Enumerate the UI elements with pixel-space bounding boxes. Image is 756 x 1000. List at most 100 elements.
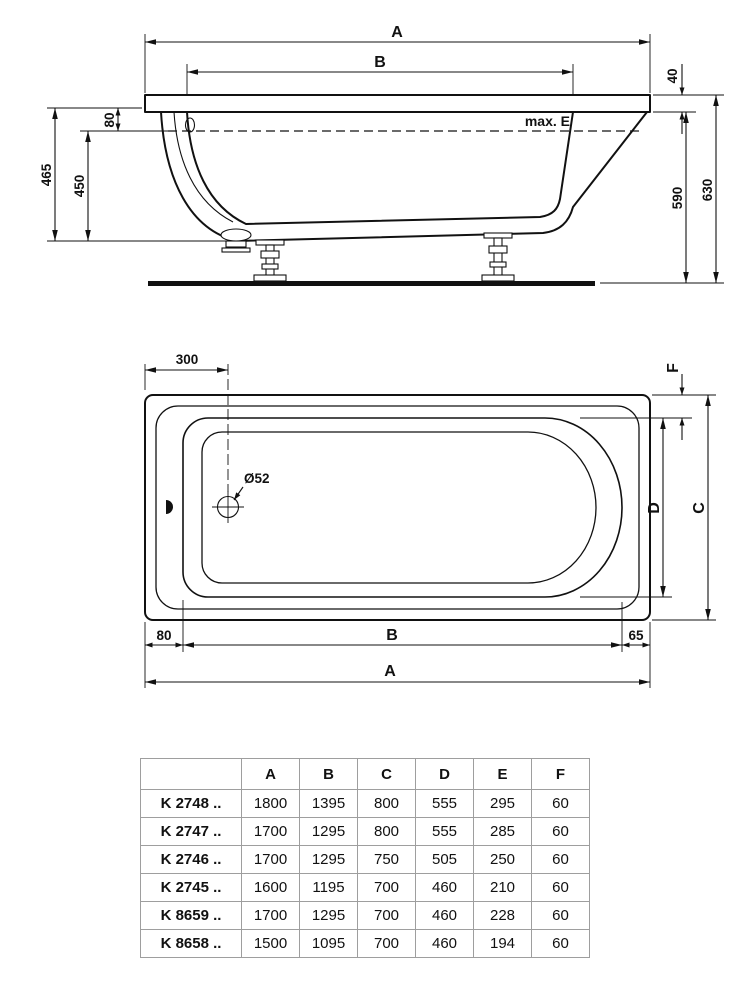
dim-label-d: D <box>646 502 663 514</box>
table-header-c: C <box>357 758 416 790</box>
value-cell-c: 700 <box>357 873 416 902</box>
table-row: K 8658 .. 1500 1095 700 460 194 60 <box>140 929 590 958</box>
model-cell: K 8659 .. <box>140 901 242 930</box>
dim-label-f: F <box>665 363 682 373</box>
value-cell-b: 1395 <box>299 789 358 818</box>
value-cell-a: 1700 <box>241 817 300 846</box>
dim-label-a: A <box>391 24 403 41</box>
adjustable-foot-right <box>481 232 515 282</box>
value-cell-c: 800 <box>357 817 416 846</box>
value-cell-a: 1600 <box>241 873 300 902</box>
foot-base <box>253 274 287 282</box>
foot-rod <box>493 237 503 278</box>
adjustable-foot-left <box>253 239 287 282</box>
table-header-row: A B C D E F <box>140 758 590 790</box>
value-cell-f: 60 <box>531 789 590 818</box>
table-header-e: E <box>473 758 532 790</box>
value-cell-f: 60 <box>531 845 590 874</box>
overflow-detail <box>184 117 196 133</box>
value-cell-e: 285 <box>473 817 532 846</box>
tub-wall-inner-detail <box>173 111 234 223</box>
value-cell-a: 1500 <box>241 929 300 958</box>
table-row: K 2746 .. 1700 1295 750 505 250 60 <box>140 845 590 874</box>
value-cell-d: 555 <box>415 789 474 818</box>
table-row: K 2745 .. 1600 1195 700 460 210 60 <box>140 873 590 902</box>
value-cell-c: 700 <box>357 901 416 930</box>
dim-label-b: B <box>386 627 398 644</box>
foot-rod <box>265 244 275 278</box>
value-cell-b: 1295 <box>299 817 358 846</box>
value-cell-b: 1295 <box>299 845 358 874</box>
foot-locknut <box>261 263 279 270</box>
value-cell-b: 1195 <box>299 873 358 902</box>
value-cell-c: 700 <box>357 929 416 958</box>
model-cell: K 8658 .. <box>140 929 242 958</box>
dim-label-80: 80 <box>156 628 171 643</box>
table-row: K 8659 .. 1700 1295 700 460 228 60 <box>140 901 590 930</box>
table-row: K 2747 .. 1700 1295 800 555 285 60 <box>140 817 590 846</box>
drain-label: Ø52 <box>244 471 270 486</box>
overflow-mark <box>166 500 173 514</box>
model-cell: K 2747 .. <box>140 817 242 846</box>
dim-label-80: 80 <box>102 112 117 127</box>
drain-leader-line <box>233 486 244 501</box>
value-cell-f: 60 <box>531 817 590 846</box>
value-cell-a: 1700 <box>241 901 300 930</box>
foot-base <box>481 274 515 282</box>
top-view: 300 F Ø52 D C 80 B 65 A <box>144 352 716 688</box>
value-cell-e: 194 <box>473 929 532 958</box>
value-cell-f: 60 <box>531 929 590 958</box>
foot-flange <box>255 239 285 246</box>
value-cell-d: 460 <box>415 929 474 958</box>
dim-label-65: 65 <box>628 628 644 643</box>
value-cell-e: 210 <box>473 873 532 902</box>
foot-nut <box>488 245 508 254</box>
dim-label-465: 465 <box>39 163 54 186</box>
table-row: K 2748 .. 1800 1395 800 555 295 60 <box>140 789 590 818</box>
value-cell-e: 295 <box>473 789 532 818</box>
value-cell-d: 460 <box>415 901 474 930</box>
dim-label-40: 40 <box>665 68 680 83</box>
value-cell-d: 505 <box>415 845 474 874</box>
water-level-label: max. E <box>525 113 570 129</box>
table-header-model <box>140 758 242 790</box>
model-cell: K 2746 .. <box>140 845 242 874</box>
table-header-f: F <box>531 758 590 790</box>
dim-label-590: 590 <box>670 187 685 210</box>
dimension-table: A B C D E F K 2748 .. 1800 1395 800 555 … <box>140 758 590 958</box>
dim-label-630: 630 <box>700 179 715 202</box>
siphon-body <box>220 228 252 242</box>
tub-rim-inner-edge <box>155 405 640 610</box>
value-cell-b: 1295 <box>299 901 358 930</box>
value-cell-e: 228 <box>473 901 532 930</box>
tub-rim-profile <box>144 94 651 113</box>
tub-outer-edge <box>144 394 651 621</box>
value-cell-f: 60 <box>531 901 590 930</box>
model-cell: K 2745 .. <box>140 873 242 902</box>
foot-nut <box>260 250 280 259</box>
value-cell-e: 250 <box>473 845 532 874</box>
side-view: A B 40 max. E 80 465 450 590 630 <box>39 24 724 286</box>
dim-label-450: 450 <box>72 175 87 198</box>
table-header-d: D <box>415 758 474 790</box>
value-cell-c: 800 <box>357 789 416 818</box>
technical-drawing: A B 40 max. E 80 465 450 590 630 <box>39 24 724 688</box>
dimension-table-grid: A B C D E F K 2748 .. 1800 1395 800 555 … <box>140 758 590 958</box>
dim-label-a: A <box>384 663 396 680</box>
tub-basin-profile <box>186 111 574 225</box>
tub-basin-floor <box>201 431 597 584</box>
siphon-base <box>221 247 251 253</box>
table-header-b: B <box>299 758 358 790</box>
table-header-a: A <box>241 758 300 790</box>
dim-label-300: 300 <box>176 352 199 367</box>
siphon-connector <box>225 240 247 248</box>
value-cell-c: 750 <box>357 845 416 874</box>
foot-locknut <box>489 261 507 268</box>
value-cell-a: 1700 <box>241 845 300 874</box>
floor-line <box>148 281 595 286</box>
value-cell-b: 1095 <box>299 929 358 958</box>
value-cell-d: 460 <box>415 873 474 902</box>
tub-basin-edge <box>182 417 623 598</box>
value-cell-d: 555 <box>415 817 474 846</box>
dim-label-b: B <box>374 54 386 71</box>
